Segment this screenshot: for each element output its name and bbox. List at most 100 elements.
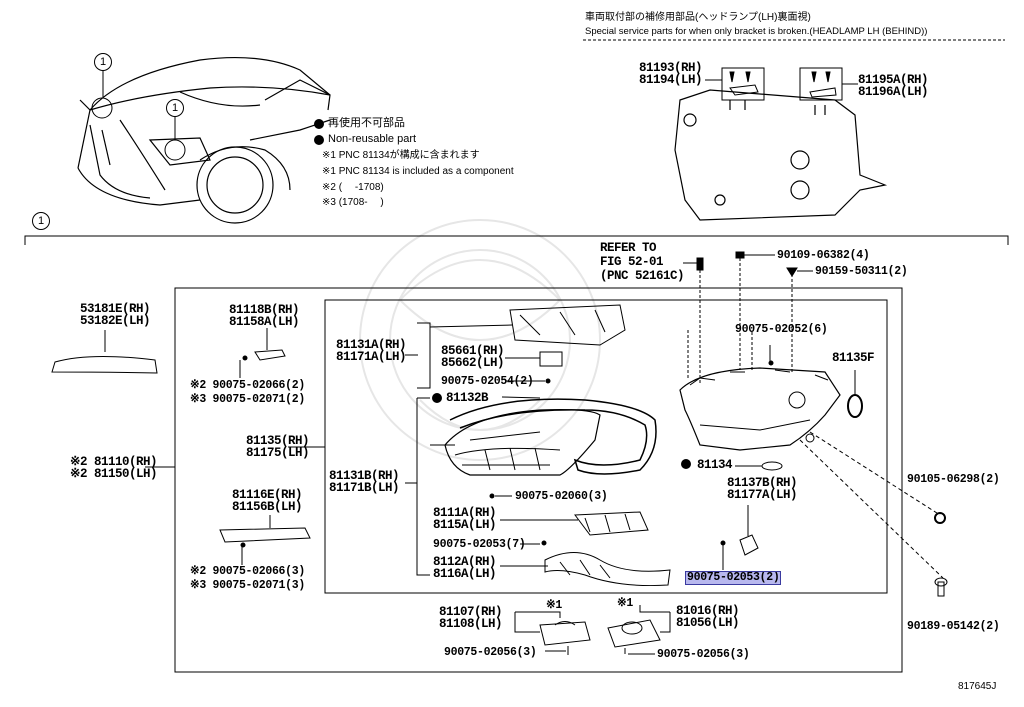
grommet-icon — [934, 577, 948, 587]
screw-icon — [240, 542, 246, 548]
bracket-81116e — [219, 527, 311, 543]
headlamp-location-marker — [164, 139, 186, 161]
headlamp-assembly-frame — [174, 287, 903, 673]
headlamp-bracket-81131a — [509, 304, 626, 346]
part-label-8112a: 8112A(RH) 8116A(LH) — [433, 555, 497, 581]
assembly-bracket-line — [24, 235, 1009, 245]
part-label-81118b: 81118B(RH) 81158A(LH) — [229, 303, 300, 329]
bracket-81118b — [254, 349, 286, 361]
part-label-90075-02066-a: ※2 90075-02066(2) — [190, 379, 305, 392]
part-label-81134: 81134 — [697, 458, 733, 472]
part-label-81135: 81135(RH) 81175(LH) — [246, 434, 310, 460]
bracket-icon — [729, 84, 837, 98]
group-bracket — [405, 322, 431, 389]
lens-detail — [454, 431, 561, 471]
headlamp-lens-81131b — [444, 408, 601, 476]
part-label-90075-02056-b: 90075-02056(3) — [657, 648, 750, 661]
garnish-detail — [559, 559, 611, 579]
refer-to-fig-52-01: REFER TO FIG 52-01 (PNC 52161C) — [600, 241, 685, 283]
gasket-81132b — [449, 398, 657, 475]
screw-icon — [545, 378, 551, 384]
part-label-81137b: 81137B(RH) 81177A(LH) — [727, 476, 798, 502]
bracket-box-a — [721, 67, 765, 101]
legend-note-3: ※3 (1708- ) — [322, 197, 384, 208]
part-label-8111a: 8111A(RH) 8115A(LH) — [433, 506, 497, 532]
part-label-90075-02052: 90075-02052(6) — [735, 323, 828, 336]
screw-icon — [720, 540, 726, 546]
part-label-90075-02053-b-highlighted[interactable]: 90075-02053(2) — [684, 571, 782, 585]
dashed-guide — [687, 330, 753, 380]
headlamp-location-marker — [91, 97, 113, 119]
bolt-icon — [934, 512, 946, 524]
part-label-90109-06382: 90109-06382(4) — [777, 249, 870, 262]
part-label-90075-02071-b: ※3 90075-02071(3) — [190, 579, 305, 592]
headlamp-cover-53181e — [51, 355, 158, 374]
screw-icon — [768, 360, 774, 366]
legend-note-1-en: ※1 PNC 81134 is included as a component — [322, 166, 514, 177]
figure-id: 817645J — [958, 681, 997, 692]
bolt-icon — [696, 257, 704, 271]
part-label-81131b: 81131B(RH) 81171B(LH) — [329, 469, 400, 495]
screw-icon — [541, 540, 547, 546]
bracket-detail — [621, 621, 643, 635]
part-label-81132b: 81132B — [446, 391, 489, 405]
non-reusable-marker — [314, 135, 324, 145]
part-label-90075-02060: 90075-02060(3) — [515, 490, 608, 503]
dashed-guide — [809, 431, 941, 516]
leader-line — [501, 396, 541, 399]
bracket-81107 — [539, 621, 591, 646]
bracket-81137b — [739, 534, 759, 556]
bracket-detail — [554, 621, 576, 626]
legend-nonreusable-jp: 再使用不可部品 — [328, 117, 405, 129]
part-label-90075-02053-a: 90075-02053(7) — [433, 538, 526, 551]
part-label-90189-05142: 90189-05142(2) — [907, 620, 1000, 633]
part-label-81016: 81016(RH) 81056(LH) — [676, 604, 740, 630]
garnish-8112a — [544, 552, 671, 587]
dashed-guide — [699, 258, 793, 385]
part-label-81193: 81193(RH) 81194(LH) — [639, 61, 703, 87]
non-reusable-marker — [314, 119, 324, 129]
housing-detail — [689, 369, 829, 431]
legend-note-2: ※2 ( -1708) — [322, 182, 384, 193]
socket-85661 — [539, 351, 563, 367]
housing-hole — [788, 391, 806, 409]
callout-1: 1 — [166, 99, 184, 117]
screw-icon — [242, 355, 248, 361]
seal-ring-81134 — [761, 461, 783, 471]
screw-icon — [489, 493, 495, 499]
lamp-module-8111a — [574, 511, 649, 536]
part-label-81116e: 81116E(RH) 81156B(LH) — [232, 488, 303, 514]
dashed-guide — [799, 439, 944, 579]
legend-nonreusable-en: Non-reusable part — [328, 133, 417, 145]
part-label-85661: 85661(RH) 85662(LH) — [441, 344, 505, 370]
part-label-90075-02066-b: ※2 90075-02066(3) — [190, 565, 305, 578]
part-label-81131a: 81131A(RH) 81171A(LH) — [336, 338, 407, 364]
part-label-53181e: 53181E(RH) 53182E(LH) — [80, 302, 151, 328]
part-label-81016-note: ※1 — [617, 597, 633, 610]
special-service-title-jp: 車両取付部の補修用部品(ヘッドランプ(LH)裏面視) — [585, 12, 811, 23]
callout-1: 1 — [32, 212, 50, 230]
part-label-81107: 81107(RH) 81108(LH) — [439, 605, 503, 631]
vehicle-front-illustration — [77, 56, 331, 224]
bracket-screw-icon — [729, 71, 831, 83]
part-label-81135f: 81135F — [832, 351, 875, 365]
legend-note-1-jp: ※1 PNC 81134が構成に含まれます — [322, 150, 480, 161]
grommet-icon — [937, 581, 945, 597]
cap-81135f — [847, 394, 863, 418]
non-reusable-marker — [681, 459, 691, 469]
part-label-90159-50311: 90159-50311(2) — [815, 265, 908, 278]
part-label-90075-02056-a: 90075-02056(3) — [444, 646, 537, 659]
part-label-81110: ※2 81110(RH) ※2 81150(LH) — [70, 455, 158, 481]
special-service-title-en: Special service parts for when only brac… — [585, 26, 928, 37]
part-label-81195a: 81195A(RH) 81196A(LH) — [858, 73, 929, 99]
part-label-81107-note: ※1 — [546, 599, 562, 612]
part-label-90075-02054: 90075-02054(2) — [441, 375, 534, 388]
bolt-icon — [786, 267, 798, 277]
part-label-90075-02071-a: ※3 90075-02071(2) — [190, 393, 305, 406]
bolt-icon — [735, 251, 745, 259]
non-reusable-marker — [432, 393, 442, 403]
group-bracket — [639, 605, 671, 633]
group-bracket — [514, 611, 561, 633]
